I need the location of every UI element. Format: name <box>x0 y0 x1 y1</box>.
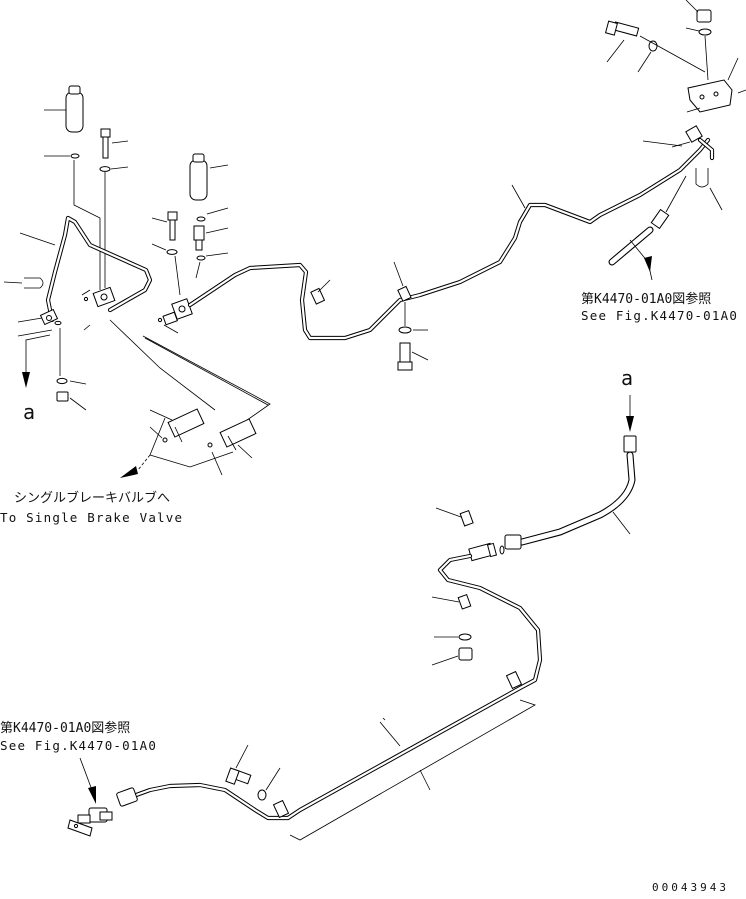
ref-jp-bottom: 第K4470-01A0図参照 <box>0 720 130 736</box>
bolt-upper-left <box>100 128 129 159</box>
pipe-end-fitting-lower <box>116 787 138 807</box>
union-fitting <box>468 542 498 562</box>
hose-connector-right <box>650 208 670 230</box>
arrow-down-marker-right <box>626 416 634 432</box>
arrow-to-figure-bottom <box>88 786 96 804</box>
hose-end-fitting <box>623 435 637 453</box>
u-clamp-right <box>695 168 709 188</box>
drawing-code: 00043943 <box>652 881 729 894</box>
elbow-fitting-center <box>162 311 178 326</box>
lower-piping: 第K4470-01A0図参照 See Fig.K4470-01A0 <box>0 507 543 841</box>
tee-fitting-lower-left <box>67 807 113 837</box>
pipe-clamp-2 <box>397 285 412 302</box>
hose-assembly-right: a <box>504 366 637 550</box>
bolt-center <box>167 211 178 241</box>
adapter-fitting-1 <box>167 408 205 443</box>
ref-en-bottom: See Fig.K4470-01A0 <box>0 738 157 753</box>
elbow-fitting-top-right <box>685 125 703 143</box>
hose-nut-fitting <box>504 534 522 550</box>
accumulator-cylinder-2 <box>189 153 208 201</box>
arrow-down-marker-left <box>22 372 30 388</box>
label-to-valve-jp: シングルブレーキバルブへ <box>14 490 170 506</box>
block-fitting-left <box>92 286 116 308</box>
accumulator-cylinder <box>65 85 84 133</box>
nut-left <box>56 391 69 402</box>
adapter-fitting-2 <box>219 418 257 451</box>
nipple-fitting <box>193 225 205 251</box>
upper-left-assembly: a <box>0 85 711 525</box>
upper-right-bracket: 第K4470-01A0図参照 See Fig.K4470-01A0 <box>581 0 746 323</box>
pipe-clamp-1 <box>310 287 326 305</box>
clip-lower-1 <box>459 510 474 527</box>
elbow-fitting-left <box>39 308 59 326</box>
marker-a-left: a <box>23 400 35 424</box>
arrow-to-brake-valve <box>120 466 138 478</box>
nut-top-right <box>696 9 712 23</box>
bolt-lower-center <box>397 342 413 371</box>
pipe-clamp-lower-left <box>272 799 290 819</box>
bolt-top-right <box>604 20 640 37</box>
marker-a-right: a <box>621 366 633 390</box>
ref-jp-top: 第K4470-01A0図参照 <box>581 291 711 307</box>
label-to-valve-en: To Single Brake Valve <box>0 510 183 525</box>
bolt-lower-left <box>225 767 252 785</box>
clip-lower-2 <box>457 594 472 610</box>
arrow-to-figure-top <box>644 256 652 272</box>
u-clamp-left <box>3 277 44 289</box>
nut-lower <box>458 647 473 661</box>
mounting-bracket <box>687 79 733 113</box>
pipe-clamp-lower-right <box>505 670 523 690</box>
ref-en-top: See Fig.K4470-01A0 <box>581 308 738 323</box>
